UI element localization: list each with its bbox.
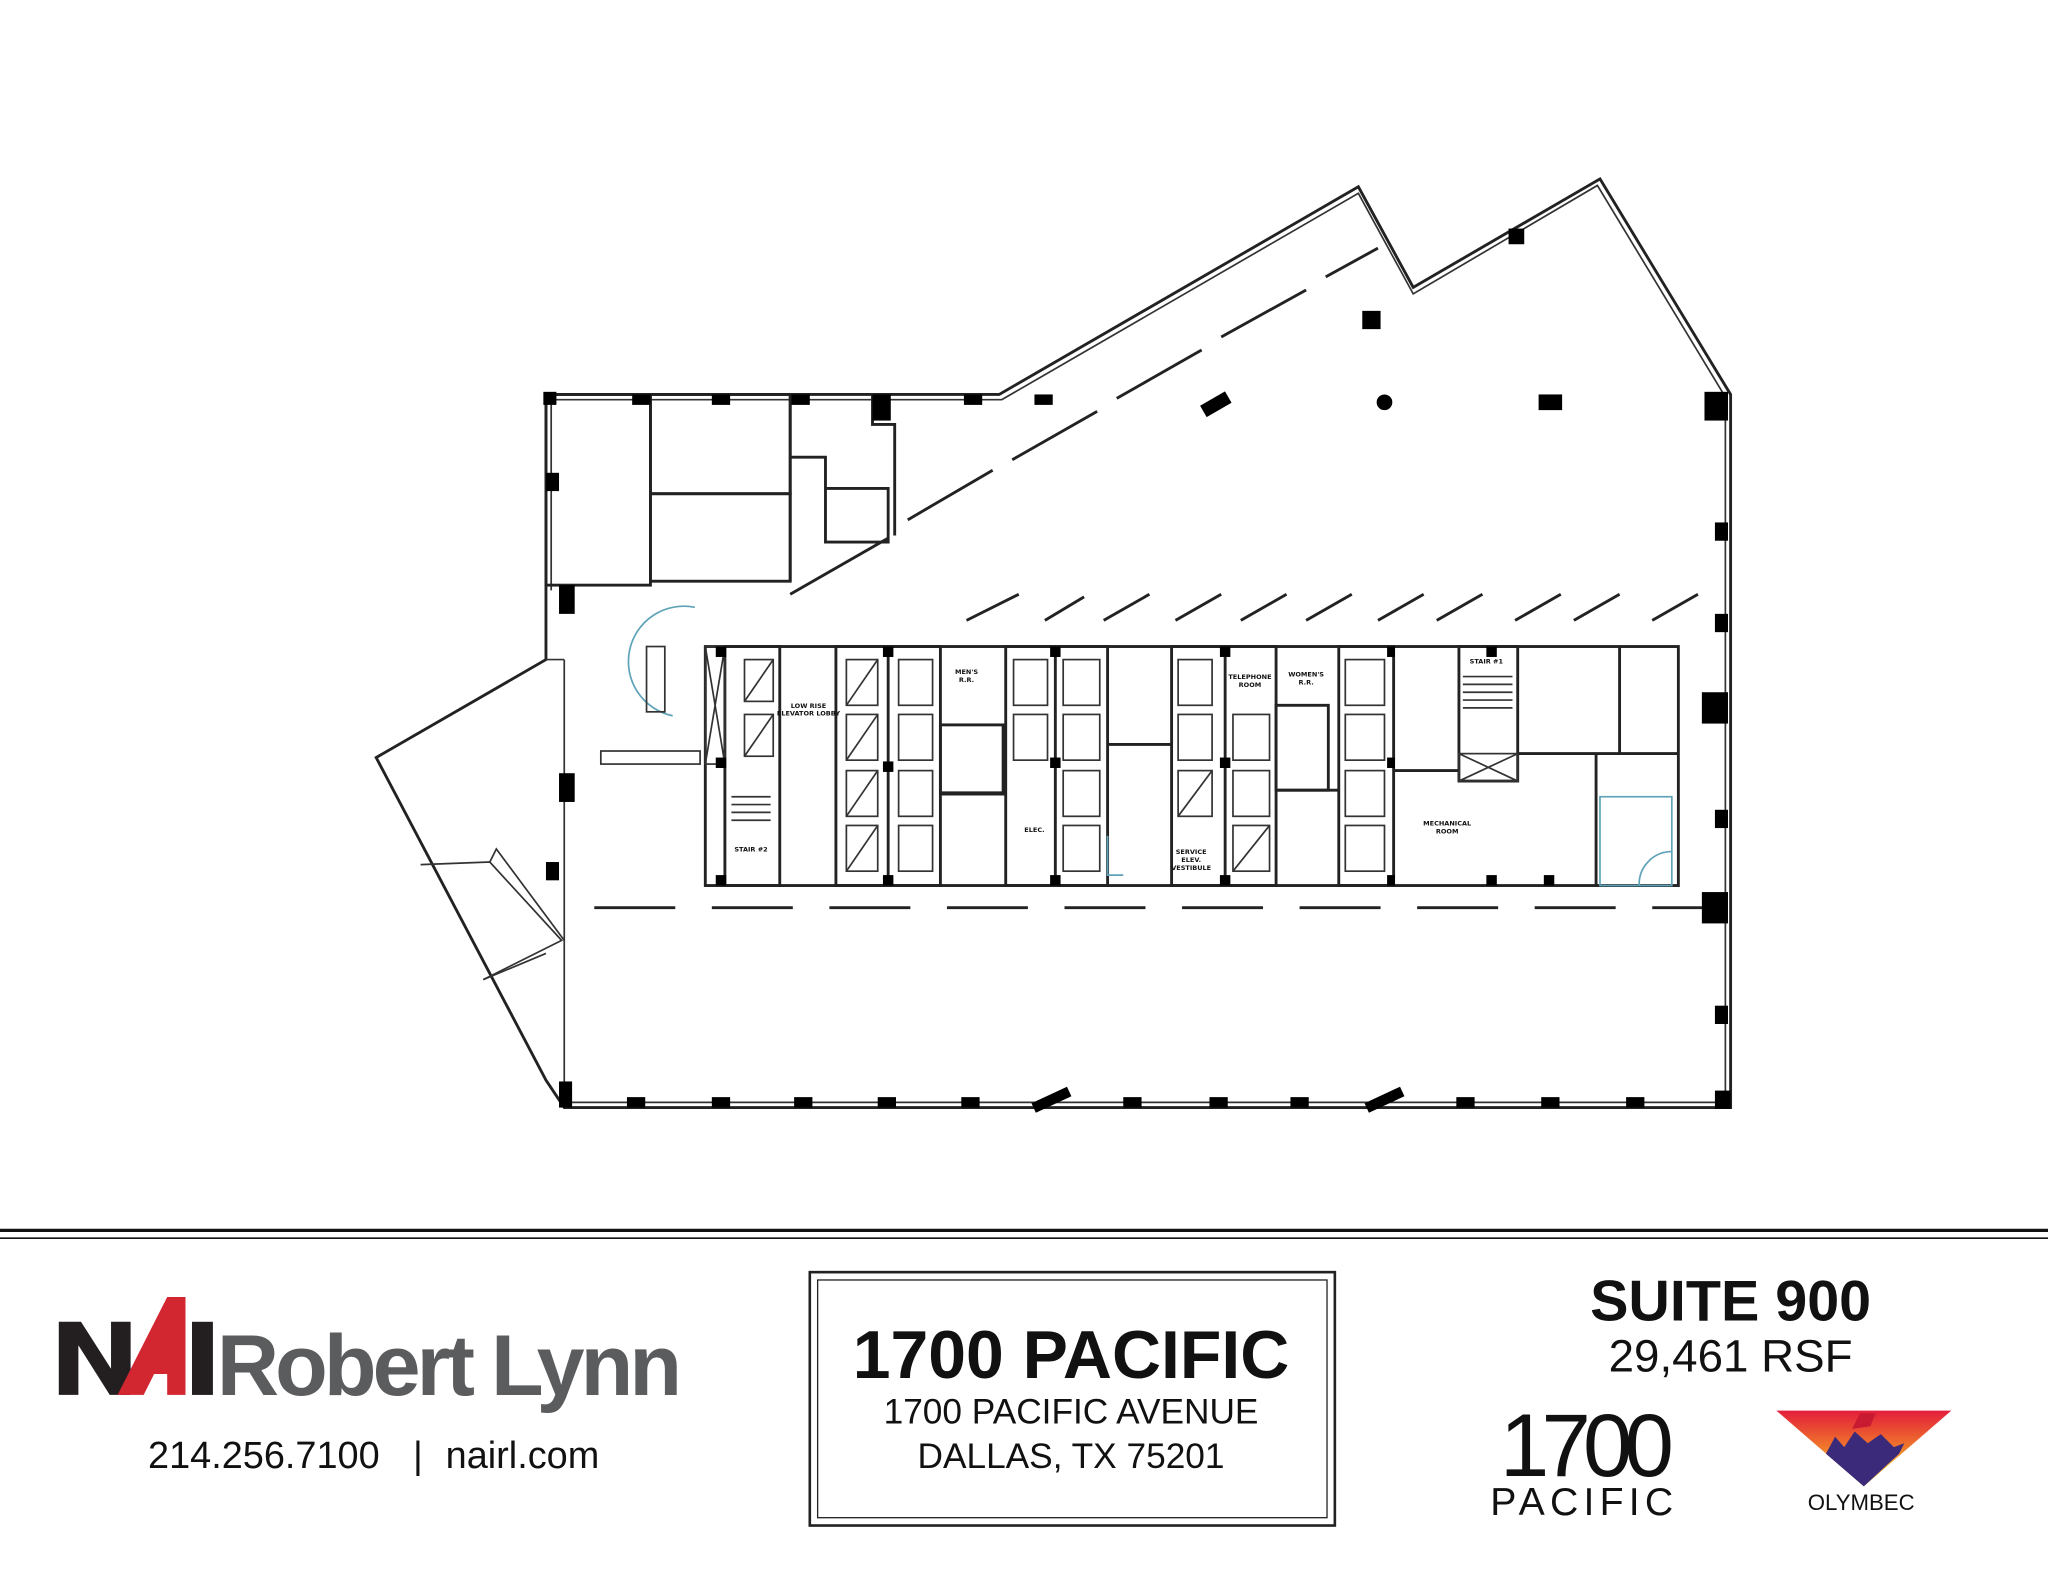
website[interactable]: nairl.com <box>446 1435 600 1477</box>
svg-text:VESTIBULE: VESTIBULE <box>1171 864 1211 872</box>
svg-text:1700: 1700 <box>1500 1396 1671 1495</box>
svg-text:LOW RISE: LOW RISE <box>791 702 827 710</box>
diagonal-grid-lines <box>594 246 1725 910</box>
1700-pacific-logo: 1700 PACIFIC <box>1490 1396 1678 1524</box>
svg-text:MEN'S: MEN'S <box>955 668 978 676</box>
structural-columns <box>543 228 1731 1113</box>
svg-text:R.R.: R.R. <box>959 676 974 684</box>
address-line2: DALLAS, TX 75201 <box>918 1437 1225 1476</box>
svg-text:STAIR #2: STAIR #2 <box>734 846 767 854</box>
svg-text:PACIFIC: PACIFIC <box>1490 1481 1678 1524</box>
svg-text:WOMEN'S: WOMEN'S <box>1288 671 1324 679</box>
svg-text:ELEV.: ELEV. <box>1181 856 1201 864</box>
svg-text:ELEC.: ELEC. <box>1024 826 1044 834</box>
svg-text:OLYMBEC: OLYMBEC <box>1808 1490 1915 1515</box>
svg-text:MECHANICAL: MECHANICAL <box>1423 819 1471 827</box>
room-labels: LOW RISE ELEVATOR LOBBY MEN'S R.R. ELEC.… <box>734 658 1503 872</box>
nai-robert-lynn-logo: Robert Lynn <box>58 1296 682 1414</box>
svg-text:TELEPHONE: TELEPHONE <box>1228 673 1271 681</box>
separator: | <box>413 1435 423 1477</box>
stairs <box>731 675 1513 822</box>
svg-text:Robert Lynn: Robert Lynn <box>217 1318 678 1414</box>
building-name: 1700 PACIFIC <box>853 1318 1290 1393</box>
suite-number: SUITE 900 <box>1590 1269 1871 1333</box>
floor-plan: LOW RISE ELEVATOR LOBBY MEN'S R.R. ELEC.… <box>374 176 1733 1113</box>
address-line1: 1700 PACIFIC AVENUE <box>884 1393 1259 1432</box>
olymbec-logo: OLYMBEC <box>1776 1410 1952 1515</box>
svg-text:R.R.: R.R. <box>1299 678 1314 686</box>
svg-text:ROOM: ROOM <box>1239 681 1262 689</box>
address-box <box>808 1270 1337 1527</box>
svg-text:ROOM: ROOM <box>1436 827 1459 835</box>
svg-text:ELEVATOR LOBBY: ELEVATOR LOBBY <box>777 710 840 718</box>
phone: 214.256.7100 <box>148 1435 380 1477</box>
rentable-area: 29,461 RSF <box>1609 1330 1853 1381</box>
footer: Robert Lynn 214.256.7100 | nairl.com 170… <box>0 1228 2048 1527</box>
svg-text:SERVICE: SERVICE <box>1176 848 1207 856</box>
svg-text:STAIR #1: STAIR #1 <box>1470 658 1504 666</box>
exterior-wall <box>374 176 1733 1110</box>
